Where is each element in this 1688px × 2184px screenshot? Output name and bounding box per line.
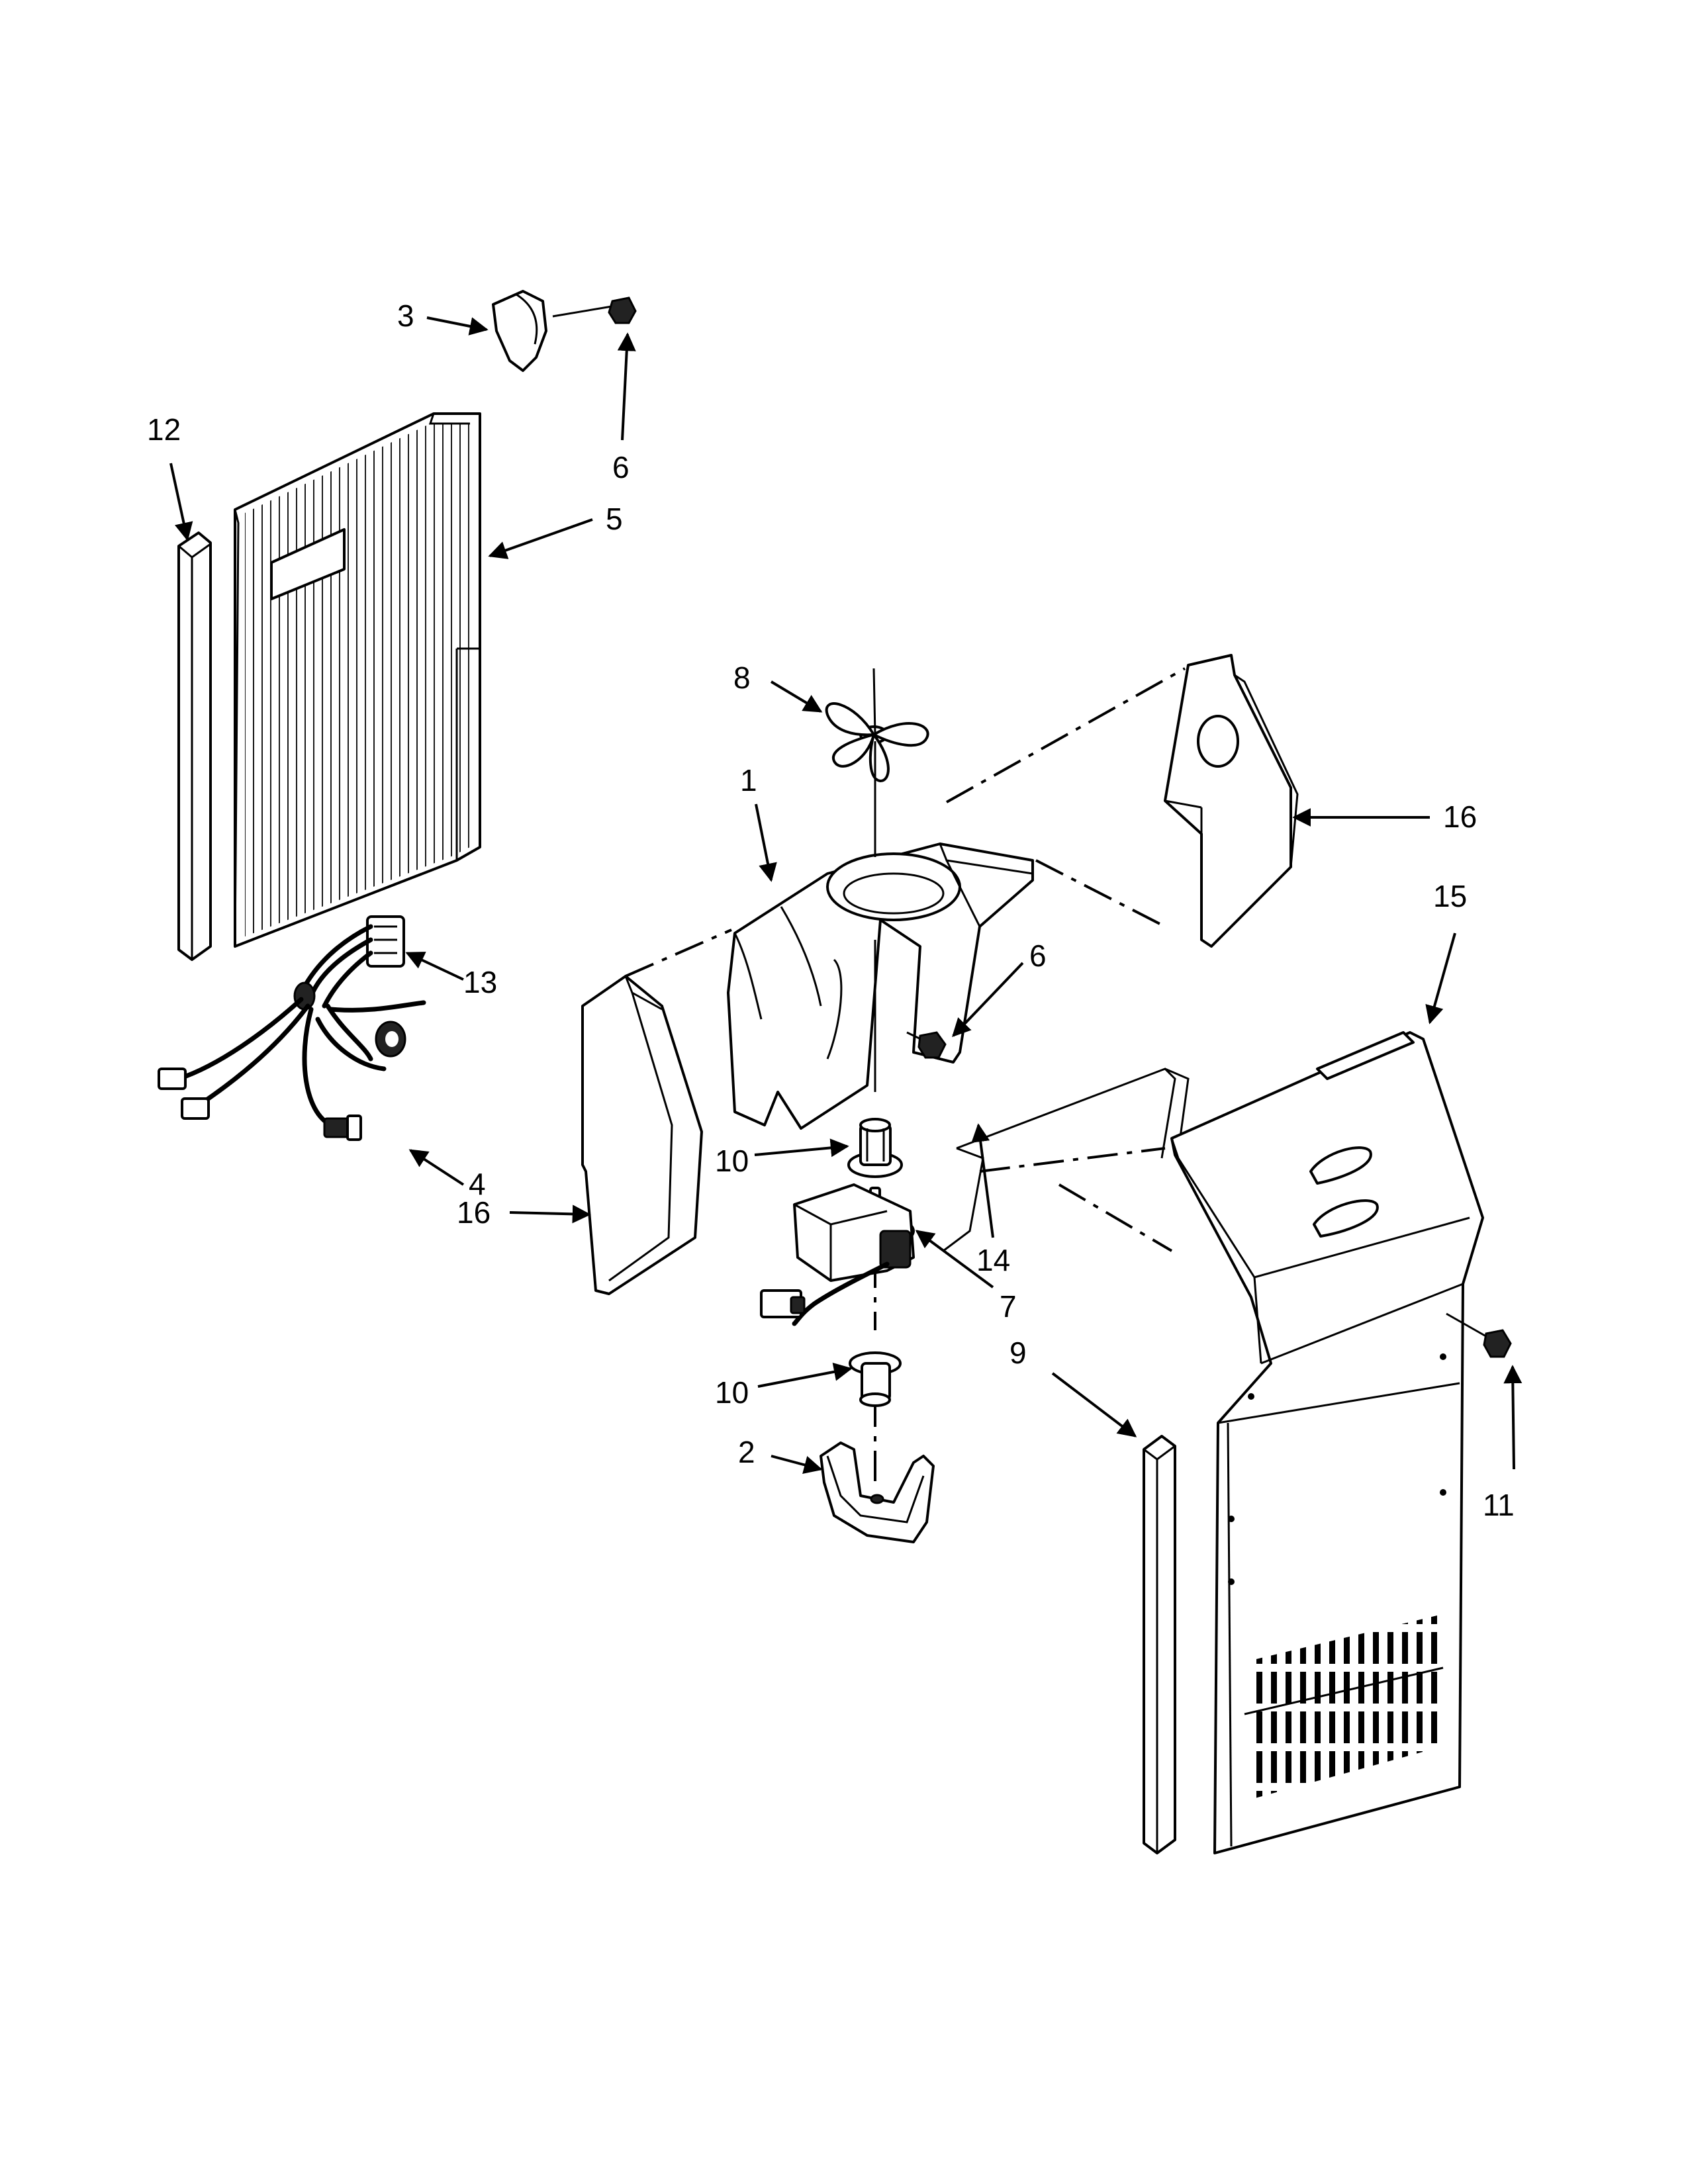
callout-2: 2 <box>738 1435 755 1469</box>
callout-7: 7 <box>1000 1289 1017 1324</box>
callout-16-left: 16 <box>457 1195 491 1230</box>
callout-9: 9 <box>1009 1336 1027 1370</box>
part-9-seal-strip <box>1143 1435 1176 1854</box>
callout-10-lower: 10 <box>715 1375 749 1410</box>
callout-8: 8 <box>733 660 751 695</box>
part-1-fan-housing <box>727 842 1034 1130</box>
part-2-motor-bracket <box>820 1441 935 1543</box>
callout-16-right: 16 <box>1443 799 1477 834</box>
callout-12: 13 <box>463 965 497 999</box>
callout-13: 14 <box>976 1243 1010 1277</box>
callout-11: 11 <box>1483 1488 1515 1522</box>
part-13-wire-bracket <box>943 1068 1190 1252</box>
part-8-fan-blade <box>825 668 929 782</box>
callout-10-upper: 10 <box>715 1144 749 1178</box>
part-3-clip <box>492 290 547 372</box>
callout-labels: 3 6 12 5 8 1 16 15 13 6 4 10 16 14 7 9 1… <box>147 298 1515 1522</box>
callout-4: 4 <box>469 1167 486 1201</box>
callout-3: 3 <box>397 298 414 333</box>
callout-14: 12 <box>147 412 181 447</box>
part-12-wire-harness <box>158 915 426 1141</box>
callout-15: 15 <box>1433 879 1467 913</box>
part-16-insulation-right <box>1164 654 1299 948</box>
callout-5: 5 <box>606 502 623 536</box>
part-4-grommet <box>375 1021 406 1058</box>
leader-arrows <box>169 316 1523 1475</box>
part-5-evaporator-cover <box>234 412 481 948</box>
callout-1: 1 <box>740 763 757 797</box>
callout-6-top: 6 <box>612 450 630 484</box>
part-6-screw-top <box>552 296 637 324</box>
part-11-screw <box>1446 1312 1512 1358</box>
part-6-screw-middle <box>906 1031 947 1059</box>
part-14-seal-strip <box>177 531 212 961</box>
part-15-duct-cover <box>1170 1031 1484 1854</box>
callout-6-middle: 6 <box>1029 938 1047 973</box>
part-16-insulation-left <box>581 975 703 1295</box>
part-10-grommet-lower <box>849 1351 902 1407</box>
alignment-lines <box>625 667 1186 1252</box>
part-10-grommet-upper <box>847 1118 903 1178</box>
part-7-fan-motor <box>760 1183 915 1326</box>
